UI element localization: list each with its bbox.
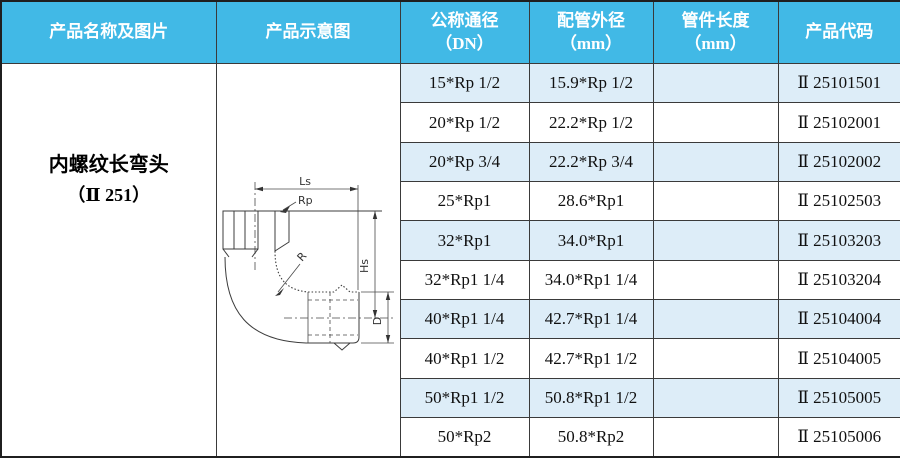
cell-dn: 20*Rp 1/2 [399,102,530,143]
cell-dn: 15*Rp 1/2 [399,62,530,104]
header-fitting-length: 管件长度 （mm） [652,0,779,64]
d-dimension-label: D [371,317,384,325]
product-name: 内螺纹长弯头 [48,154,169,176]
hs-dimension-label: Hs [358,259,371,273]
header-label-line1: 管件长度 [681,10,750,30]
cell-dn: 40*Rp1 1/4 [399,299,530,340]
cell-length [652,181,779,222]
hex-chamfer-line [222,248,230,258]
table-row: 32*Rp1 1/4 34.0*Rp1 1/4 Ⅱ 25103204 [1,259,900,301]
rp-thread-label: Rp [298,194,313,207]
cell-dn: 50*Rp1 1/2 [399,377,530,419]
cell-pipe-od: 22.2*Rp 1/2 [528,102,654,143]
cell-pipe-od: 28.6*Rp1 [528,181,654,222]
header-label-line2: （DN） [435,33,494,53]
ls-dimension-label: Ls [299,176,311,188]
cell-length [652,338,779,379]
table-header: 产品名称及图片 产品示意图 公称通径 （DN） 配管外径 （mm） 管件长度 （… [0,0,900,64]
table-row: 25*Rp1 28.6*Rp1 Ⅱ 25102503 [1,181,900,222]
cell-length [652,377,779,419]
header-nominal-diameter: 公称通径 （DN） [399,0,530,64]
cell-pipe-od: 42.7*Rp1 1/2 [528,338,654,379]
cell-code: Ⅱ 25101501 [777,62,900,104]
cell-length [652,299,779,340]
radius-leader-line [277,263,301,293]
elbow-outer-profile [224,256,360,344]
header-label: 产品示意图 [265,22,351,42]
header-pipe-outer-diameter: 配管外径 （mm） [528,0,654,64]
cell-dn: 50*Rp2 [399,417,530,458]
cell-code: Ⅱ 25104004 [777,299,900,340]
cell-length [652,259,779,301]
radius-label: R [295,249,310,264]
cell-pipe-od: 34.0*Rp1 [528,220,654,261]
header-label: 产品代码 [805,22,874,42]
table-row: 20*Rp 3/4 22.2*Rp 3/4 Ⅱ 25102002 [1,141,900,183]
cell-dn: 20*Rp 3/4 [399,141,530,183]
header-product-name-and-image: 产品名称及图片 [0,0,217,64]
table-row: 50*Rp1 1/2 50.8*Rp1 1/2 Ⅱ 25105005 [1,377,900,419]
product-name-cell: 内螺纹长弯头 （Ⅱ 251） [0,63,217,458]
header-label-line2: （mm） [684,33,747,53]
thread-section-hatch [274,210,290,252]
header-product-schematic: 产品示意图 [215,0,401,64]
header-label: 产品名称及图片 [49,22,169,42]
product-model: （Ⅱ 251） [67,185,151,205]
cell-pipe-od: 15.9*Rp 1/2 [528,62,654,104]
elbow-technical-drawing-image: Ls Rp [222,176,394,351]
cell-dn: 25*Rp1 [399,181,530,222]
cell-code: Ⅱ 25103204 [777,259,900,301]
elbow-inner-bore-line [274,250,359,293]
cell-length [652,220,779,261]
cell-code: Ⅱ 25102503 [777,181,900,222]
cell-length [652,141,779,183]
cell-code: Ⅱ 25102001 [777,102,900,143]
cell-pipe-od: 50.8*Rp1 1/2 [528,377,654,419]
cell-code: Ⅱ 25104005 [777,338,900,379]
cell-code: Ⅱ 25105005 [777,377,900,419]
cell-dn: 32*Rp1 [399,220,530,261]
cell-length [652,62,779,104]
header-product-code: 产品代码 [777,0,900,64]
cell-length [652,102,779,143]
cell-length [652,417,779,458]
table-row: 20*Rp 1/2 22.2*Rp 1/2 Ⅱ 25102001 [1,102,900,143]
cell-code: Ⅱ 25103203 [777,220,900,261]
table-row: 50*Rp2 50.8*Rp2 Ⅱ 25105006 [1,417,900,458]
bottom-bead-notch [333,342,351,351]
cell-code: Ⅱ 25102002 [777,141,900,183]
product-schematic-cell: Ls Rp [215,63,401,458]
header-label-line2: （mm） [559,33,623,53]
cell-dn: 32*Rp1 1/4 [399,259,530,301]
rp-leader-line [282,201,297,211]
hex-chamfer-line [251,248,259,258]
cell-dn: 40*Rp1 1/2 [399,338,530,379]
table-row: 32*Rp1 34.0*Rp1 Ⅱ 25103203 [1,220,900,261]
cell-pipe-od: 34.0*Rp1 1/4 [528,259,654,301]
cell-code: Ⅱ 25105006 [777,417,900,458]
table-row: 内螺纹长弯头 （Ⅱ 251） [0,62,900,458]
hex-body-outline [222,210,259,250]
cell-pipe-od: 42.7*Rp1 1/4 [528,299,654,340]
header-label-line1: 配管外径 [557,10,625,30]
header-label-line1: 公称通径 [430,10,499,30]
cell-pipe-od: 22.2*Rp 3/4 [528,141,654,183]
cell-pipe-od: 50.8*Rp2 [528,417,654,458]
table-row: 40*Rp1 1/4 42.7*Rp1 1/4 Ⅱ 25104004 [1,299,900,340]
